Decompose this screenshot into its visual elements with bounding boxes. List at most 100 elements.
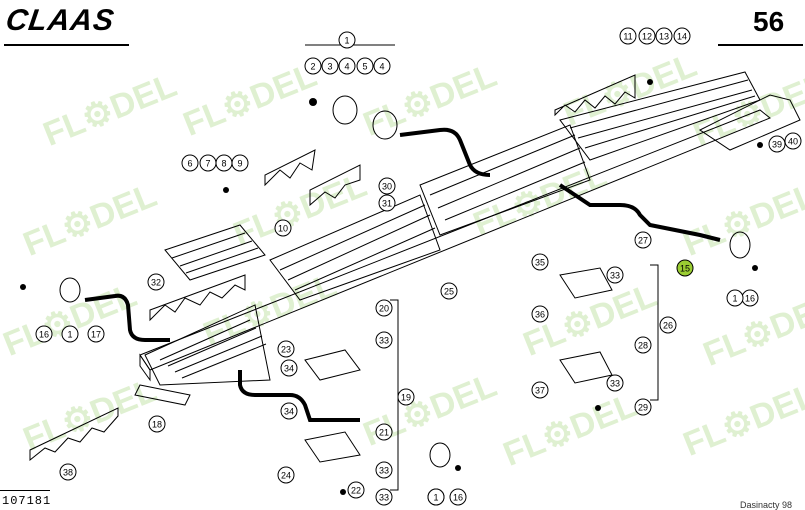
callout-circle [148,415,166,433]
callout-circle [338,31,356,49]
callout-31: 31 [378,194,396,212]
crank-shaft-lower [238,370,360,422]
flange-4b [372,110,398,140]
callout-label: 26 [663,321,673,331]
callout-circle [531,381,549,399]
callout-label: 14 [677,32,687,42]
callout-35: 35 [531,253,549,271]
callout-3: 3 [321,57,339,75]
callout-label: 1 [732,294,737,304]
callout-39: 39 [768,135,786,153]
callout-circle [673,27,691,45]
callout-circle [440,282,458,300]
callout-circle [321,57,339,75]
callout-34: 34 [280,402,298,420]
callout-label: 1 [344,36,349,46]
callout-24: 24 [277,466,295,484]
callout-circle [61,325,79,343]
callout-label: 18 [152,420,162,430]
callout-circle [280,402,298,420]
serrated-strip-11 [554,74,636,117]
callout-16: 16 [35,325,53,343]
hood-40 [699,94,801,151]
callout-14: 14 [673,27,691,45]
callout-27: 27 [634,231,652,249]
callout-17: 17 [87,325,105,343]
callout-30: 30 [378,177,396,195]
callout-circle [655,27,673,45]
callout-label: 38 [63,468,73,478]
callout-16: 16 [449,488,467,506]
callout-label: 22 [351,486,361,496]
callout-33: 33 [375,331,393,349]
bearing-1-bottom [429,442,451,468]
callout-1: 1 [338,31,356,49]
callout-circle [397,388,415,406]
callout-circle [606,374,624,392]
callout-circle [634,398,652,416]
callout-1: 1 [427,488,445,506]
crank-shaft-upper [399,127,491,177]
callout-15: 15 [676,259,694,277]
serrated-strip-38 [29,407,119,462]
bearing-1-right [729,231,751,259]
callout-label: 2 [310,62,315,72]
callout-40: 40 [784,132,802,150]
callout-26: 26 [659,316,677,334]
callout-circle [347,481,365,499]
callout-label: 6 [187,159,192,169]
callout-37: 37 [531,381,549,399]
callout-32: 32 [147,273,165,291]
header-rule-left [4,44,129,46]
callout-circle [87,325,105,343]
callout-circle [726,289,744,307]
callout-circle [784,132,802,150]
callout-36: 36 [531,305,549,323]
drawing-number: 107181 [2,494,52,508]
callout-4: 4 [373,57,391,75]
callout-22: 22 [347,481,365,499]
drawing-number-rule [0,490,50,491]
callout-circle [356,57,374,75]
callout-label: 33 [610,271,620,281]
callout-label: 19 [401,393,411,403]
callout-33: 33 [606,374,624,392]
callout-label: 9 [237,159,242,169]
callout-circle [147,273,165,291]
callout-circle [619,27,637,45]
bearing-block-35 [559,267,613,299]
callout-circle [659,316,677,334]
callout-label: 37 [535,386,545,396]
sieve-section [559,71,761,161]
callout-11: 11 [619,27,637,45]
header-rule-right [718,44,803,46]
callout-circle [375,423,393,441]
callout-25: 25 [440,282,458,300]
callout-label: 13 [659,32,669,42]
callout-label: 3 [327,62,332,72]
callout-label: 32 [151,278,161,288]
serrated-strip-30b [309,164,361,207]
bracket-19 [390,299,399,491]
callout-label: 16 [745,294,755,304]
callout-label: 36 [535,310,545,320]
callout-circle [531,253,549,271]
callout-circle [634,231,652,249]
callout-circle [638,27,656,45]
callout-label: 35 [535,258,545,268]
callout-33: 33 [375,461,393,479]
callout-38: 38 [59,463,77,481]
callout-label: 7 [205,159,210,169]
callout-label: 17 [91,330,101,340]
callout-label: 30 [382,182,392,192]
bearing-block-37 [559,351,613,384]
callout-circle [375,488,393,506]
callout-label: 29 [638,403,648,413]
cover-plate-6 [164,224,266,281]
callout-label: 8 [221,159,226,169]
sieve-section [269,194,441,301]
callout-circle [449,488,467,506]
crank-shaft-17 [84,293,170,342]
